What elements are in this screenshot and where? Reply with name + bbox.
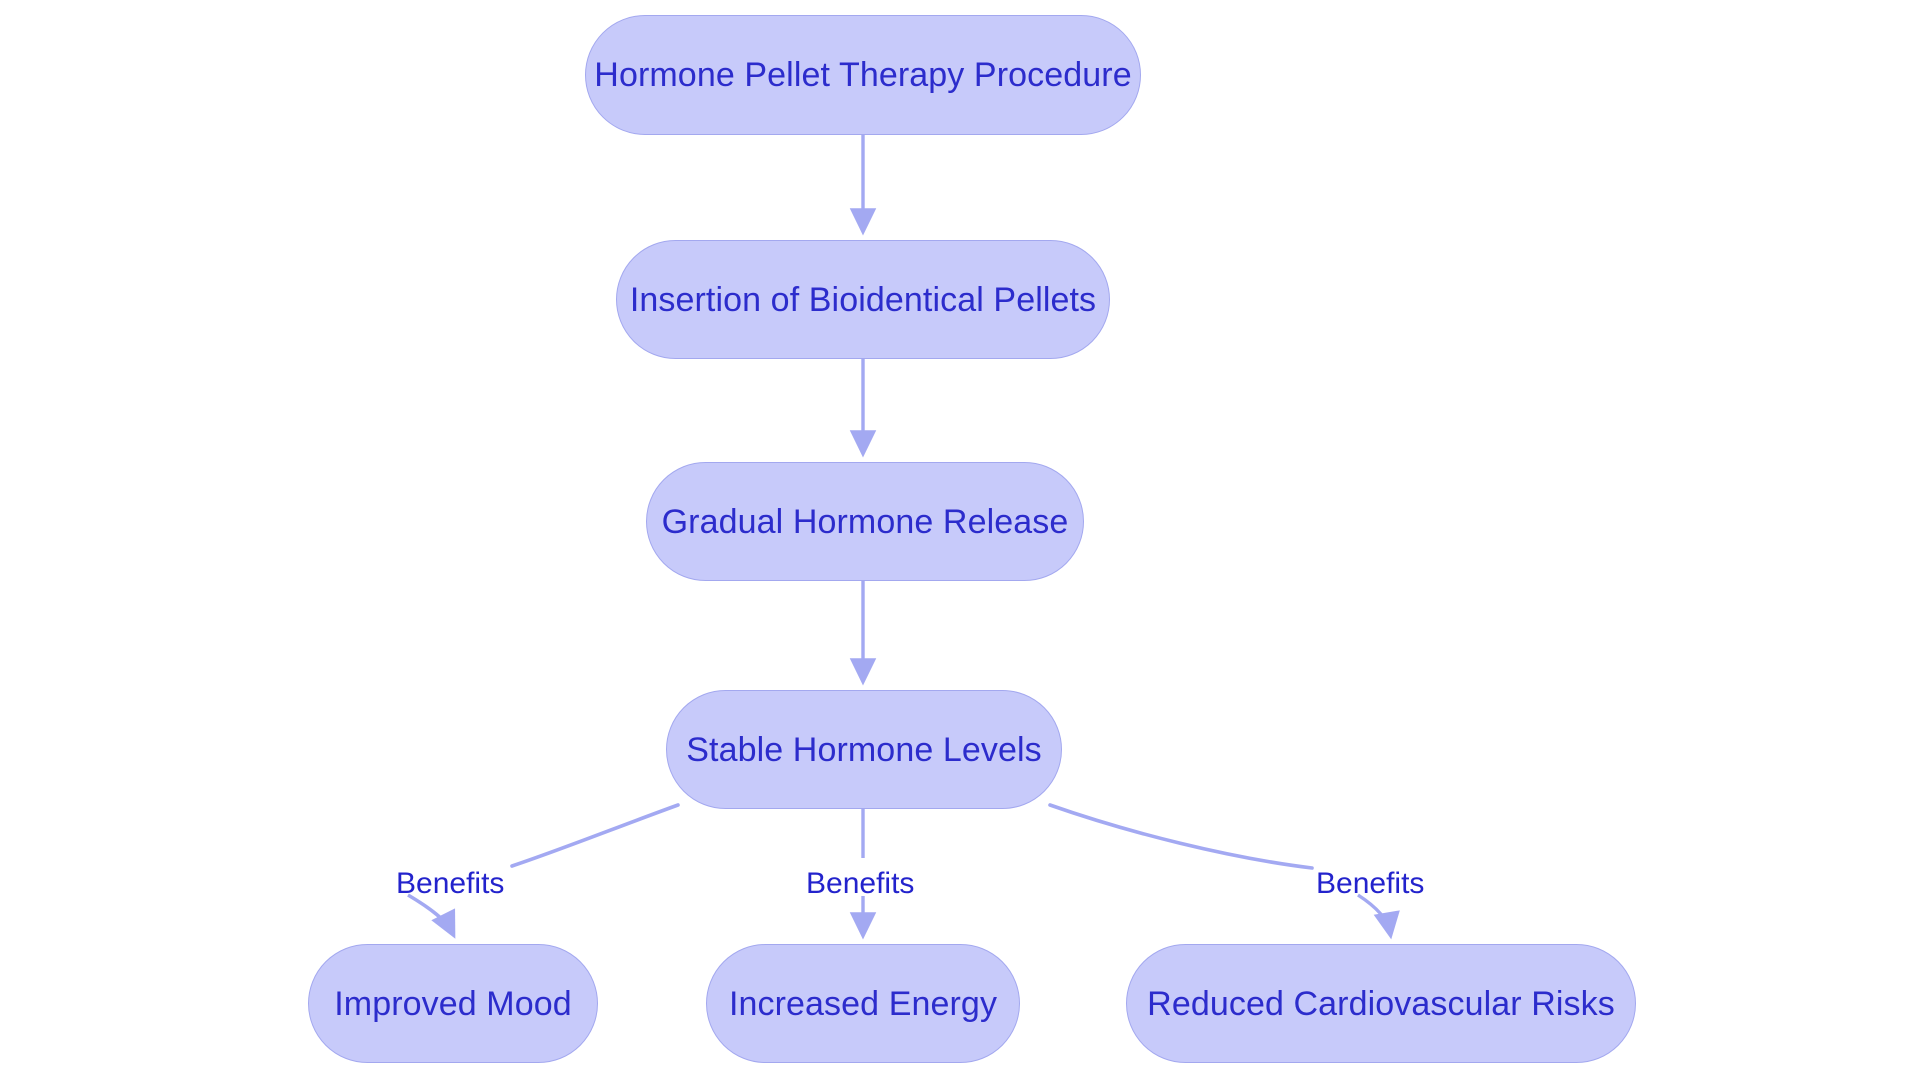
- node-increased-energy[interactable]: Increased Energy: [706, 944, 1020, 1063]
- edge-label-benefits-middle: Benefits: [806, 867, 915, 900]
- node-label: Reduced Cardiovascular Risks: [1147, 984, 1615, 1023]
- node-insertion-of-bioidentical-pellets[interactable]: Insertion of Bioidentical Pellets: [616, 240, 1110, 359]
- node-label: Insertion of Bioidentical Pellets: [629, 280, 1097, 319]
- node-label: Stable Hormone Levels: [686, 730, 1042, 769]
- node-label: Hormone Pellet Therapy Procedure: [594, 56, 1132, 94]
- node-stable-hormone-levels[interactable]: Stable Hormone Levels: [666, 690, 1062, 809]
- node-label: Increased Energy: [728, 984, 998, 1023]
- edge-label-benefits-left: Benefits: [396, 867, 505, 900]
- node-gradual-hormone-release[interactable]: Gradual Hormone Release: [646, 462, 1084, 581]
- node-reduced-cardiovascular-risks[interactable]: Reduced Cardiovascular Risks: [1126, 944, 1636, 1063]
- node-improved-mood[interactable]: Improved Mood: [308, 944, 598, 1063]
- node-label: Improved Mood: [334, 984, 572, 1023]
- node-label: Gradual Hormone Release: [661, 502, 1069, 541]
- edge-label-benefits-right: Benefits: [1316, 867, 1425, 900]
- node-hormone-pellet-therapy-procedure[interactable]: Hormone Pellet Therapy Procedure: [585, 15, 1141, 135]
